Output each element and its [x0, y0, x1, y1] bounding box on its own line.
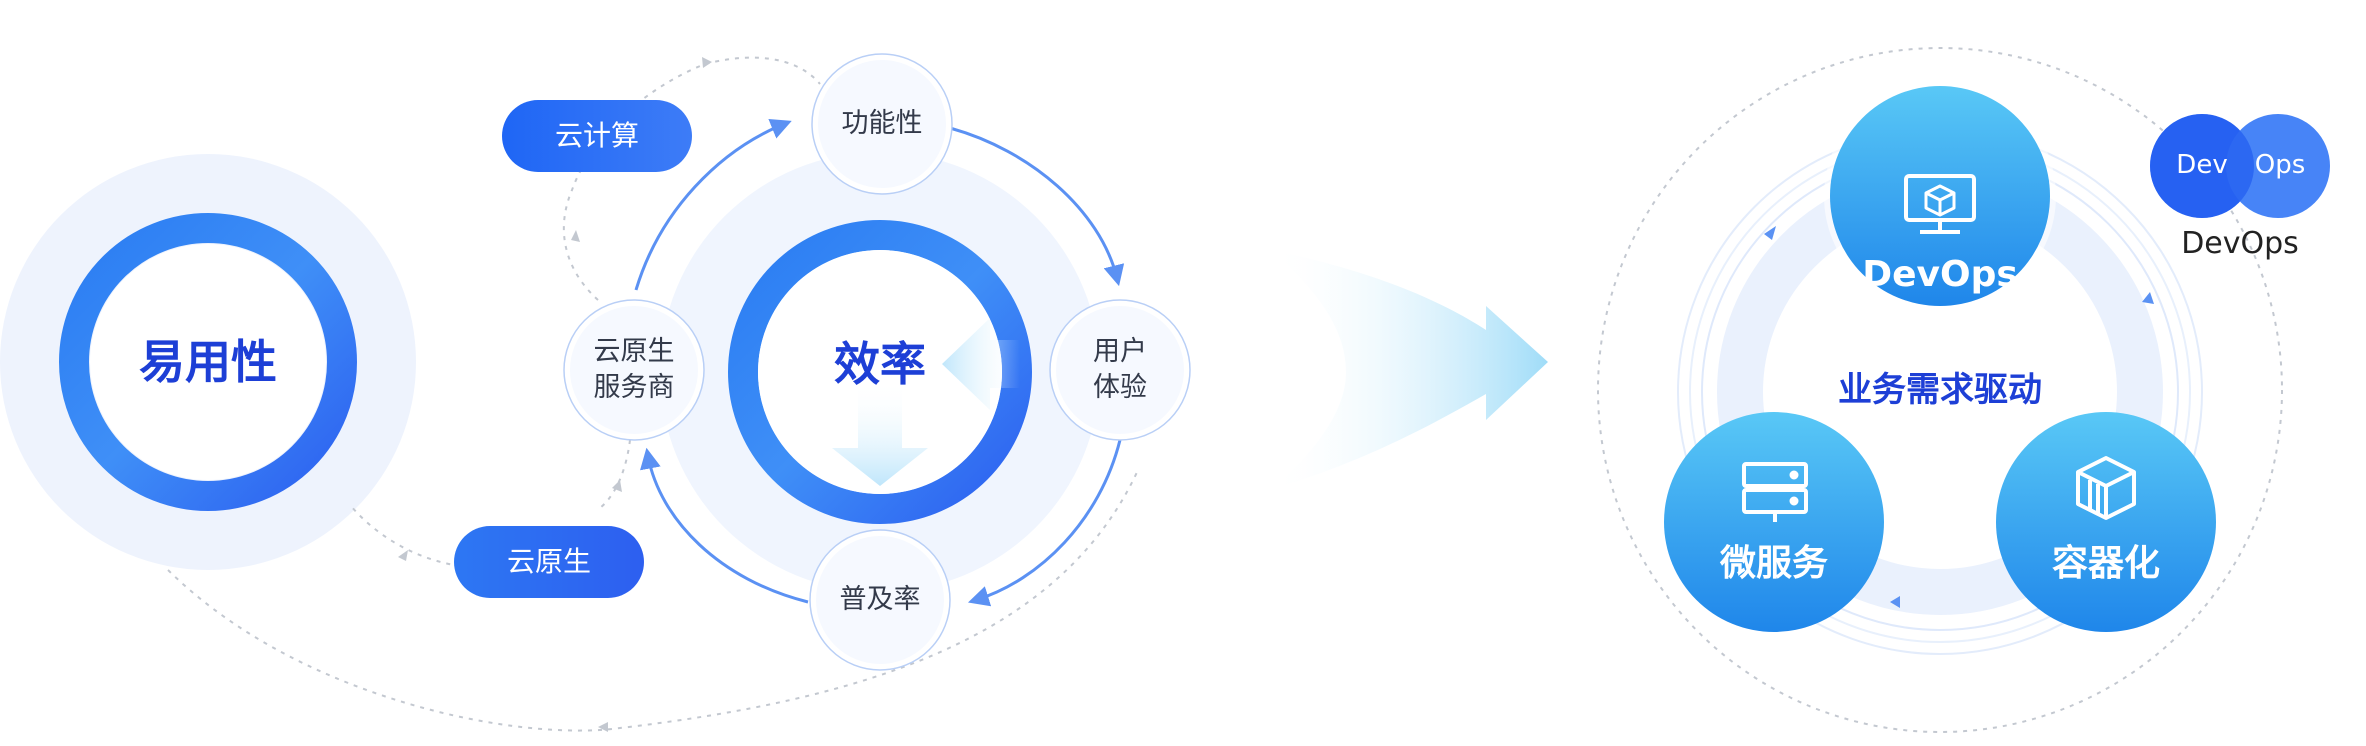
ball-containerization: [1996, 412, 2216, 632]
node-cloud-native-provider: [563, 299, 705, 441]
cloud-native-provider-line-2: 服务商: [593, 372, 675, 403]
pill-cloud-computing: [502, 100, 692, 172]
microservices-ball-label: 微服务: [1719, 542, 1828, 584]
cloud-native-pill-label: 云原生: [506, 545, 591, 579]
cycle-arrow-top-left: [634, 119, 792, 291]
devops-logo-caption: DevOps: [2181, 225, 2299, 261]
cloud-native-provider-label: 云原生 服务商: [564, 326, 704, 414]
node-user-experience: [1049, 299, 1191, 441]
ball-devops: [1824, 80, 2056, 312]
user-experience-line-1: 用户: [1093, 335, 1147, 367]
business-driven-label: 业务需求驱动: [1838, 370, 2042, 411]
node-functionality: [811, 53, 953, 195]
usability-ring: [59, 213, 357, 511]
server-icon: [1742, 462, 1808, 522]
pill-cloud-native: [454, 526, 644, 598]
monitor-cube-icon: [1904, 174, 1976, 234]
containerization-ball-label: 容器化: [2051, 542, 2160, 584]
cycle-arrow-bottom-left: [640, 447, 809, 604]
cycle-arrow-top-right: [949, 126, 1125, 287]
devops-logo-dev: Dev: [2176, 150, 2228, 181]
arrow-left-icon: [942, 318, 1020, 410]
devops-logo-ops: Ops: [2254, 150, 2306, 181]
dotted-path-to-cloud-native-pill: [349, 504, 461, 567]
cloud-native-provider-line-1: 云原生: [593, 335, 675, 367]
user-experience-line-2: 体验: [1093, 372, 1147, 403]
devops-ball-label: DevOps: [1862, 253, 2018, 295]
cloud-computing-pill-label: 云计算: [554, 119, 639, 153]
efficiency-label: 效率: [834, 336, 926, 391]
container-box-icon: [2076, 456, 2136, 520]
arrow-down-icon: [832, 380, 928, 486]
big-arrow-right-icon: [1270, 250, 1548, 490]
user-experience-label: 用户 体验: [1050, 326, 1190, 414]
adoption-label: 普及率: [839, 583, 921, 615]
cycle-arrow-bottom-right: [967, 439, 1122, 607]
outer-dotted-ring: [1597, 47, 2283, 733]
node-adoption: [809, 529, 951, 671]
dotted-path-provider-to-pill: [599, 439, 631, 509]
usability-label: 易用性: [139, 334, 277, 389]
functionality-label: 功能性: [841, 107, 923, 139]
devops-logo: [2150, 114, 2330, 218]
